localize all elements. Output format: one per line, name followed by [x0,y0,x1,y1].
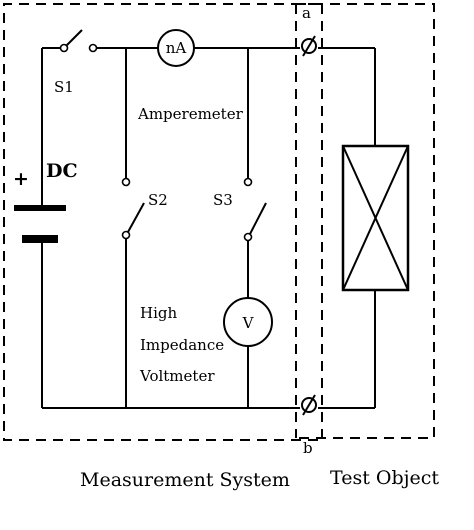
terminal-a [301,35,317,57]
measurement-system-boundary [3,3,318,441]
dc-plus-sign: + [13,168,29,190]
terminal-a-label: a [302,4,311,22]
terminal-b-label: b [303,439,313,457]
dc-battery-symbol [14,205,66,243]
test-object-boundary [295,3,435,439]
switch-s1 [59,29,98,53]
switch-s2-branch [121,48,145,408]
test-object-caption: Test Object [330,467,439,489]
test-object-component [341,48,410,408]
dc-source-branch [41,47,60,408]
ammeter-symbol-text: nA [166,39,187,57]
ammeter-label: Amperemeter [137,105,244,123]
voltmeter-symbol [223,297,273,347]
switch-s1-label: S1 [54,78,74,96]
voltmeter-label-line-1: High [140,304,177,322]
ammeter-symbol [157,29,195,67]
terminal-b [301,394,317,416]
voltmeter-label-line-3: Voltmeter [139,367,215,385]
voltmeter-label-line-2: Impedance [140,336,224,354]
measurement-system-caption: Measurement System [80,469,290,491]
switch-s3-branch [243,48,267,408]
switch-s2-label: S2 [148,191,168,209]
dc-source-label: DC [46,160,78,182]
switch-s3-label: S3 [213,191,233,209]
voltmeter-symbol-text: V [242,314,255,332]
